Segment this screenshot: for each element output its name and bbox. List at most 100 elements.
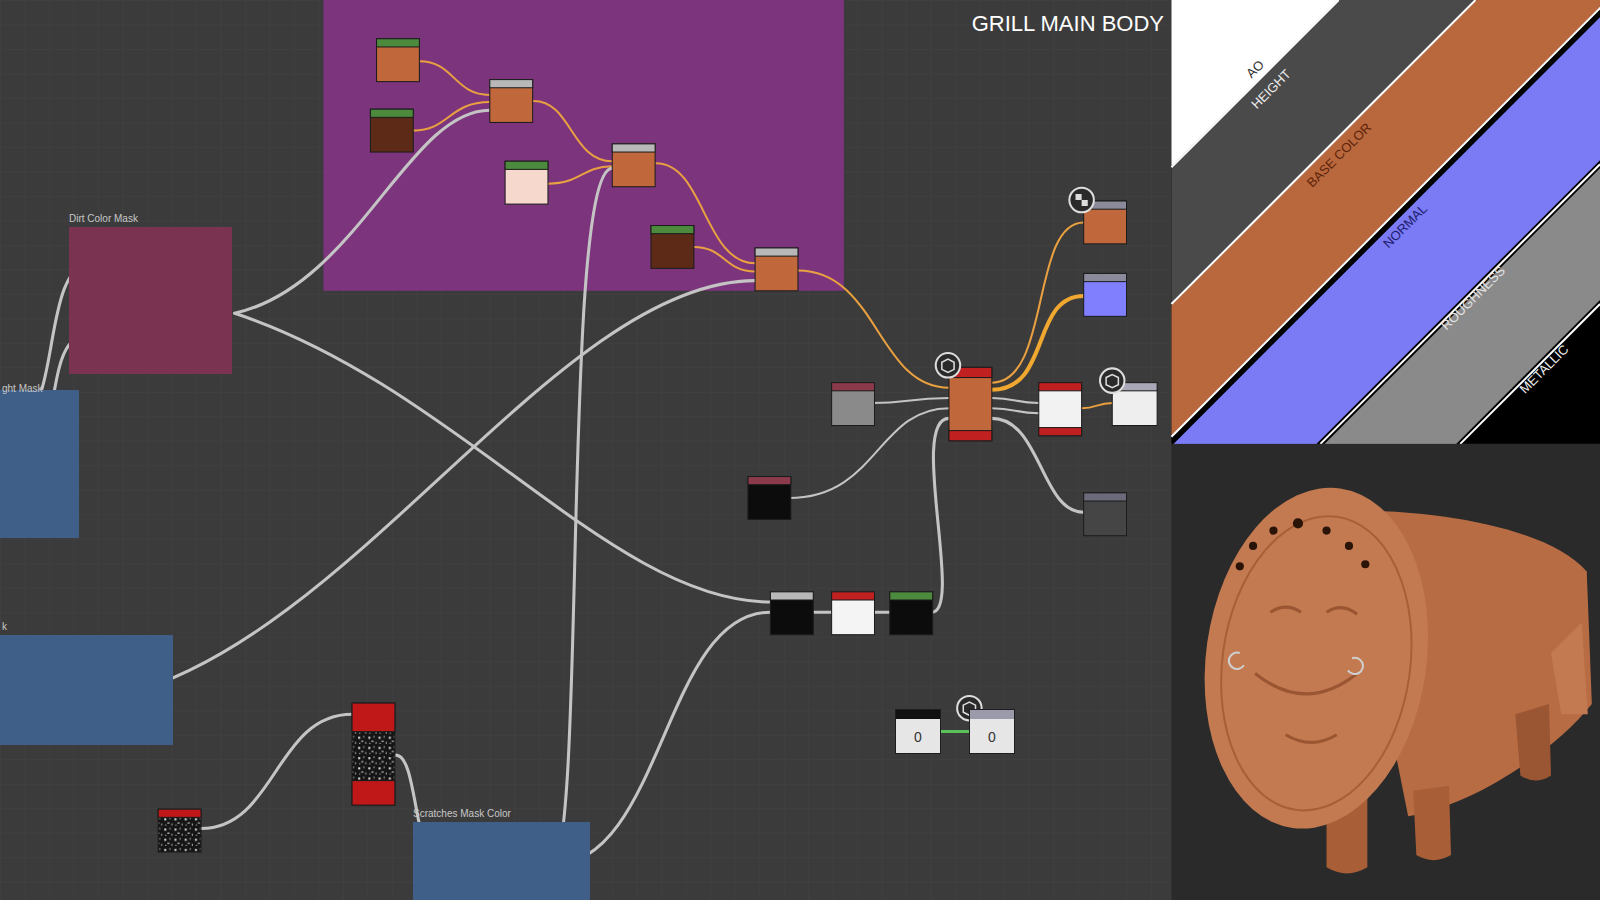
checker-glyph: [1076, 194, 1088, 206]
wire: [413, 102, 490, 131]
value-text: 0: [970, 729, 1014, 745]
wire: [992, 418, 1084, 512]
purple-frame: [323, 0, 843, 291]
node-body: [651, 226, 694, 269]
node-body: [1084, 273, 1127, 316]
divider: [1171, 0, 1475, 304]
frame-group: ght Mask: [0, 390, 79, 538]
hole: [1322, 527, 1330, 535]
graph-node: [890, 592, 933, 635]
wire: [992, 408, 1039, 413]
node-header: [755, 248, 798, 256]
graph-node: [1084, 273, 1127, 316]
hole: [1269, 527, 1277, 535]
graph-node: [651, 226, 694, 269]
grill-face: [1183, 473, 1449, 843]
node-body: [1039, 383, 1082, 436]
wire: [1082, 403, 1113, 408]
hole: [1361, 560, 1369, 568]
hole: [1345, 542, 1353, 550]
divider: [1171, 0, 1600, 437]
node-icons: [936, 188, 1125, 721]
value-node: 0: [895, 709, 941, 754]
frame-group: Scratches Mask Color: [413, 822, 590, 900]
graph-node: [377, 39, 420, 82]
hole: [1236, 562, 1244, 570]
divider: [1320, 164, 1600, 444]
grill-handle: [1551, 622, 1588, 714]
graph-node: [612, 144, 655, 187]
frame-group: Dirt Color Mask: [69, 227, 232, 374]
graph-title: GRILL MAIN BODY: [972, 11, 1164, 37]
grill-leg: [1515, 704, 1551, 781]
channel-label: BASE COLOR: [1304, 120, 1374, 190]
channel-label: ROUGHNESS: [1438, 263, 1508, 333]
wires: [17, 61, 1112, 865]
wire: [992, 296, 1084, 390]
node-header: [832, 592, 875, 600]
model-viewport: [1171, 444, 1600, 900]
graph-node: [770, 592, 813, 635]
node-header: [748, 477, 791, 485]
node-header: [832, 383, 875, 391]
cube-glyph: [1106, 374, 1118, 387]
wire: [992, 398, 1039, 403]
node-footer: [352, 781, 395, 805]
value-text: 0: [896, 729, 940, 745]
node-body: [890, 592, 933, 635]
node-body: [832, 592, 875, 635]
grill-leg: [1413, 786, 1451, 860]
graph-node: [370, 109, 413, 152]
channel-label: METALLIC: [1517, 342, 1572, 397]
node-header: [890, 592, 933, 600]
air-holes: [1236, 518, 1370, 570]
node-header: [505, 161, 548, 169]
canvas-grid: [0, 0, 1171, 900]
node-header: [770, 592, 813, 600]
node-footer: [949, 431, 992, 441]
graph-node: [352, 703, 395, 805]
divider: [1171, 0, 1338, 167]
node-header: [651, 226, 694, 234]
frame-title: ght Mask: [2, 383, 43, 394]
graph-node: [505, 161, 548, 204]
node-header: [158, 809, 201, 817]
frame-title: Dirt Color Mask: [69, 213, 138, 224]
wire: [235, 110, 490, 313]
hole: [1293, 518, 1303, 528]
node-body: [748, 477, 791, 520]
wire: [235, 313, 771, 602]
channel-label: AO: [1243, 57, 1267, 81]
divider: [1460, 304, 1600, 444]
wire: [872, 398, 949, 403]
node-header: [1039, 383, 1082, 391]
face-carving: [1255, 607, 1357, 742]
frame-title: k: [2, 621, 7, 632]
node-body: [377, 39, 420, 82]
frame-title: Scratches Mask Color: [413, 808, 511, 819]
output-icon: [1069, 188, 1093, 212]
hole: [1249, 542, 1257, 550]
wire: [419, 61, 489, 95]
node-header: [370, 109, 413, 117]
graph-node: [490, 80, 533, 123]
node-header: [377, 39, 420, 47]
graph-node: [949, 367, 992, 440]
node-body: [832, 383, 875, 426]
graph-node: [755, 248, 798, 291]
node-body: [949, 367, 992, 440]
graph-node: [158, 809, 201, 852]
graph-node: [832, 383, 875, 426]
wire: [932, 418, 949, 612]
wire: [201, 714, 352, 828]
wire: [992, 222, 1084, 382]
node-body: [352, 703, 395, 805]
node-body: [755, 248, 798, 291]
roughness-band: [1324, 168, 1600, 444]
node-header: [612, 144, 655, 152]
cube-glyph: [942, 359, 954, 372]
channel-preview: [1171, 0, 1600, 444]
spacer: [0, 839, 1, 840]
node-body: [1084, 493, 1127, 536]
